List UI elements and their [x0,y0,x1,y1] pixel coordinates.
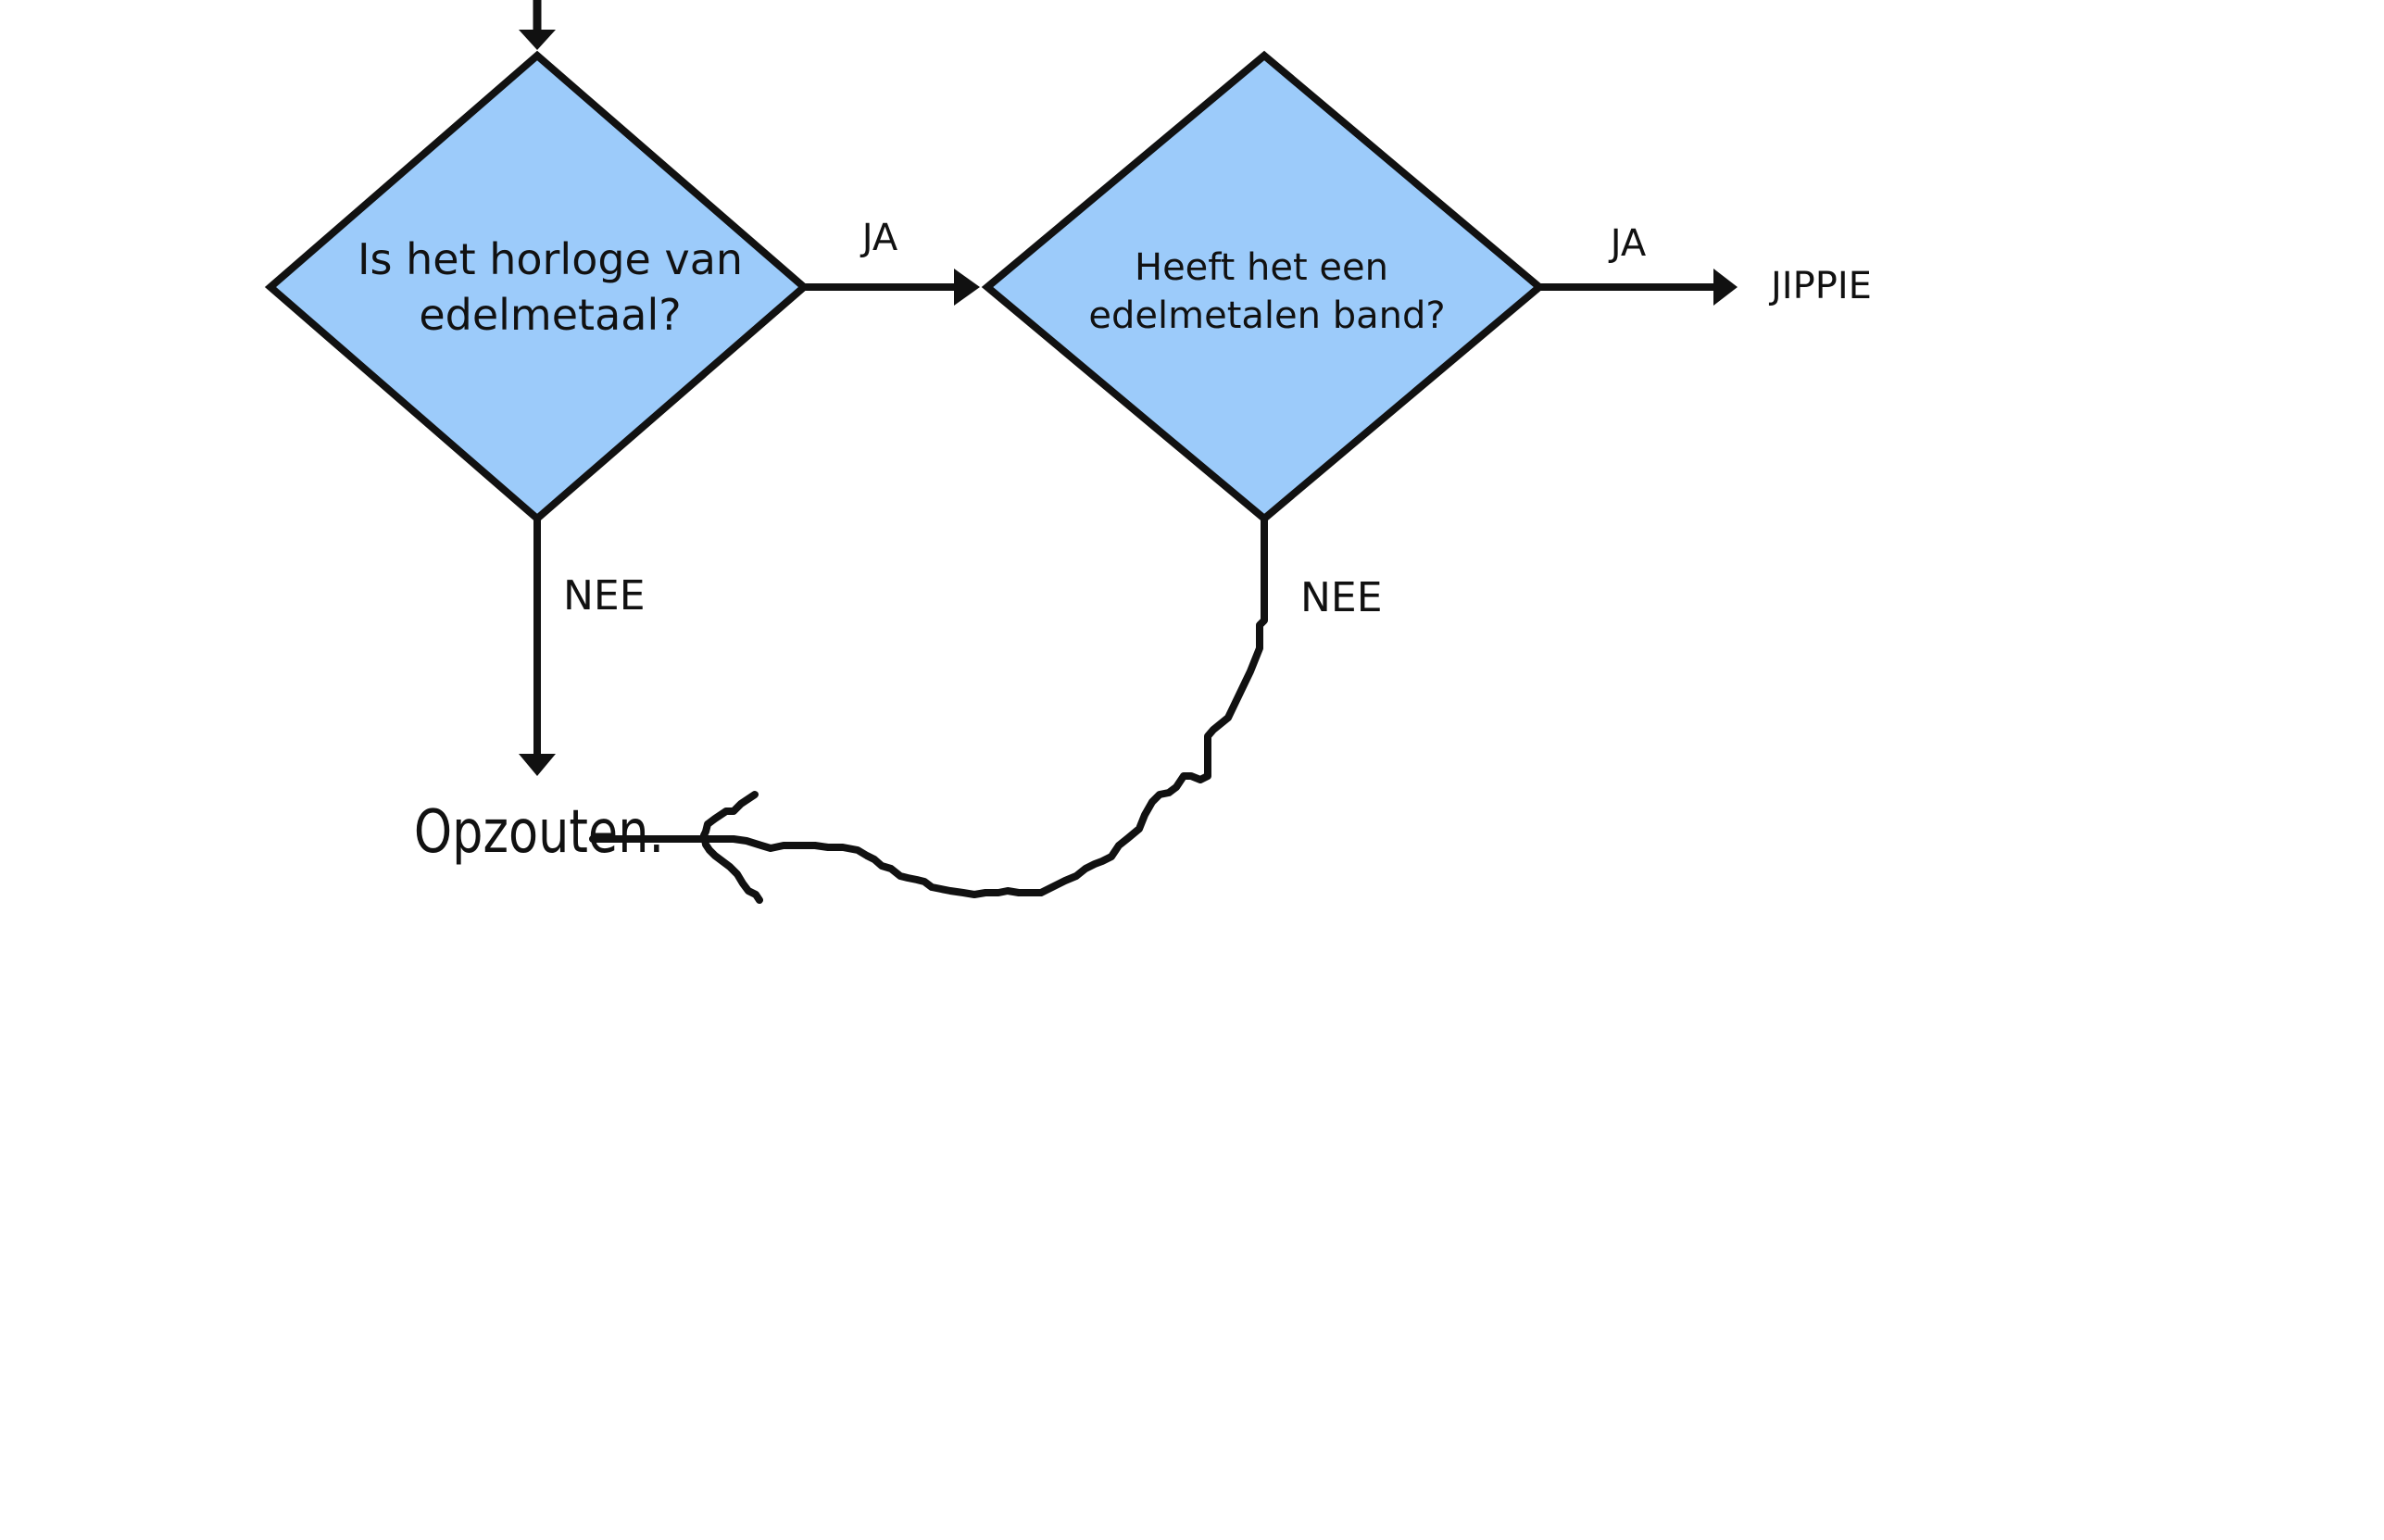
decision-1-text-line2: edelmetaal? [419,290,681,340]
terminal-opzouten: Opzouten. [414,797,664,866]
terminal-jippie: JIPPIE [1768,265,1872,307]
incoming-arrow [519,0,556,50]
decision-node-precious-metal-band: Heeft het een edelmetalen band? [981,50,1546,524]
edge-label-d2-yes: JA [1608,222,1647,265]
edge-decision1-no: NEE [519,519,646,776]
edge-decision2-yes: JA [1539,222,1738,306]
edge-label-d1-no: NEE [563,572,646,620]
decision-1-text-line1: Is het horloge van [358,234,743,284]
hand-drawn-arrowhead [700,791,763,904]
decision-diamond-1 [264,50,810,524]
edge-label-d2-no: NEE [1300,574,1383,621]
hand-drawn-connector [589,515,1268,898]
edge-decision2-no: NEE [589,515,1383,904]
edge-label-d1-yes: JA [859,217,898,259]
decision-node-precious-metal-watch: Is het horloge van edelmetaal? [264,50,810,524]
decision-2-text-line2: edelmetalen band? [1088,294,1445,337]
edge-decision1-yes: JA [804,217,980,306]
decision-2-text-line1: Heeft het een [1135,246,1388,289]
